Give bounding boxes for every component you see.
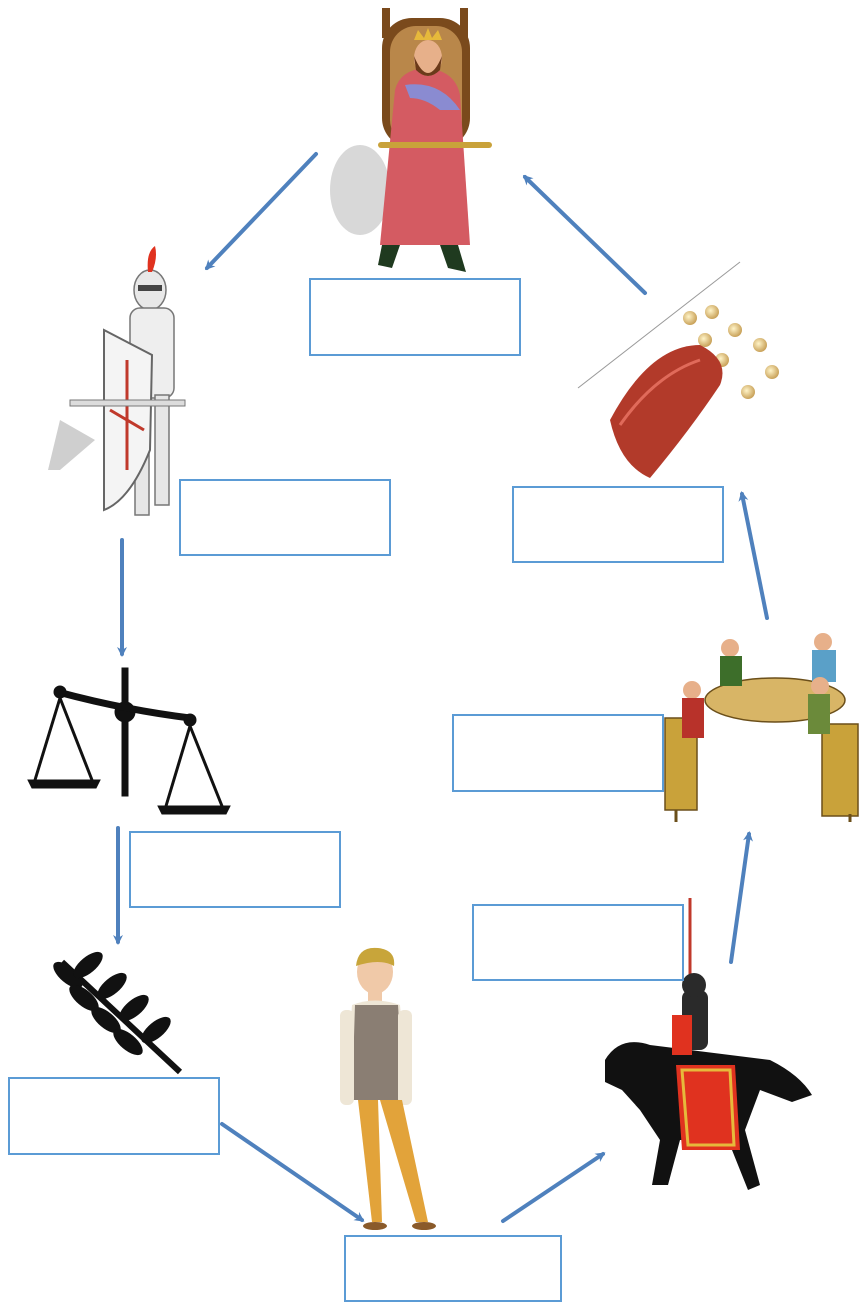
money-bag-coins-icon xyxy=(577,261,779,478)
knight-with-shield-icon xyxy=(48,246,186,516)
label-box-king[interactable] xyxy=(309,278,521,356)
king-on-throne-icon xyxy=(330,8,492,272)
mounted-knight-icon xyxy=(605,898,812,1190)
label-box-justice[interactable] xyxy=(129,831,341,908)
arrow-mounted-to-council xyxy=(729,831,753,964)
label-box-taxes[interactable] xyxy=(512,486,724,563)
arrow-peasant-to-mounted xyxy=(501,1152,606,1223)
label-box-crops[interactable] xyxy=(8,1077,220,1155)
arrow-taxes-to-king xyxy=(522,174,647,295)
round-table-council-icon xyxy=(664,633,859,822)
label-box-mounted-knight[interactable] xyxy=(472,904,684,981)
cycle-arrows xyxy=(113,152,769,1223)
label-box-council[interactable] xyxy=(452,714,664,792)
label-box-knight[interactable] xyxy=(179,479,391,556)
arrow-council-to-taxes xyxy=(738,491,769,620)
peasant-man-icon xyxy=(340,947,436,1230)
balance-scale-icon xyxy=(27,667,231,815)
label-box-peasant[interactable] xyxy=(344,1235,562,1302)
arrow-crops-to-peasant xyxy=(220,1122,365,1222)
wheat-branch-icon xyxy=(53,951,183,1075)
arrow-king-to-knight xyxy=(204,152,318,271)
